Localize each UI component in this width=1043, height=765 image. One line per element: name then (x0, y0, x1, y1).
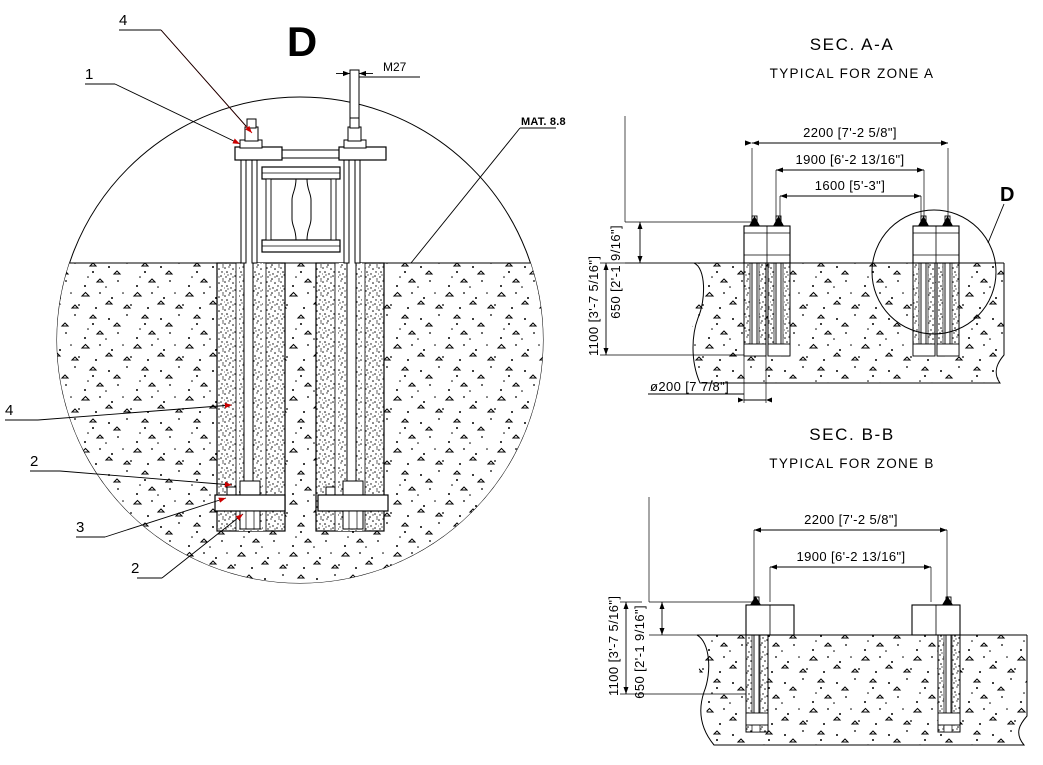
anchor-plate-right (317, 480, 389, 530)
section-b-dim-1100: 1100 [3'-7 5/16"] (606, 596, 621, 696)
leader-2-lower: 2 (131, 513, 244, 579)
side-plate-right-inner (343, 152, 350, 264)
leader-1: 1 (85, 66, 241, 145)
section-a-dim-1900: 1900 [6'-2 13/16"] (796, 152, 905, 167)
foundation-body (57, 139, 543, 583)
leader-3-label: 3 (76, 519, 84, 536)
section-b-dimensions: 2200 [7'-2 5/8"] 1900 [6'-2 13/16"] 650 … (606, 497, 948, 699)
concrete-hatch-region (57, 263, 543, 583)
side-plate-right-outer (354, 152, 361, 264)
bolt-nut-right (343, 69, 367, 149)
section-a-dim-2200: 2200 [7'-2 5/8"] (803, 125, 897, 140)
section-a-dimensions: 2200 [7'-2 5/8"] 1900 [6'-2 13/16"] 1600… (586, 116, 949, 403)
stiffener-right (330, 178, 337, 241)
side-plate-left-outer (240, 152, 247, 264)
detail-tag-d: D (287, 18, 317, 65)
section-b-dim-1900: 1900 [6'-2 13/16"] (797, 549, 906, 564)
column-base-assembly (234, 69, 387, 264)
section-b-dim-650: 650 [2'-1 9/16"] (632, 605, 647, 699)
material-note: MAT. 8.8 (410, 116, 566, 264)
beam-web-left (291, 178, 297, 241)
leader-2-upper: 2 (30, 453, 233, 488)
section-a-concrete-outline (692, 262, 1005, 384)
base-plate-upper-left (234, 146, 283, 161)
side-plate-left-inner (251, 152, 258, 264)
stiffener-left (265, 178, 272, 241)
m27-dimension: M27 (336, 60, 420, 78)
section-a-dim-1100: 1100 [3'-7 5/16"] (586, 256, 601, 356)
section-b-anchor-left (745, 596, 795, 733)
section-a-a-view: SEC. A-A TYPICAL FOR ZONE A (586, 35, 1014, 403)
section-a-detail-leader (987, 203, 1005, 244)
i-beam-section (261, 166, 341, 253)
section-b-dim-2200: 2200 [7'-2 5/8"] (804, 512, 898, 527)
m27-label: M27 (383, 60, 407, 74)
anchor-plate-left (214, 480, 286, 530)
leader-4-mid-label: 4 (5, 402, 13, 419)
section-a-subtitle: TYPICAL FOR ZONE A (770, 66, 935, 81)
section-a-anchor-group-left (743, 215, 791, 357)
section-a-dim-1600: 1600 [5'-3"] (815, 178, 885, 193)
section-a-dim-dia200: ø200 [7 7/8"] (650, 379, 729, 394)
leader-1-label: 1 (85, 66, 93, 83)
section-a-title: SEC. A-A (810, 35, 895, 54)
base-plate-upper-right (338, 146, 387, 161)
leader-4-top: 4 (119, 12, 253, 134)
bolt-shank-m27 (349, 69, 360, 119)
section-a-dim-650: 650 [2'-1 9/16"] (608, 225, 623, 319)
leader-2-lower-label: 2 (131, 560, 139, 577)
section-b-subtitle: TYPICAL FOR ZONE B (769, 456, 934, 471)
section-b-concrete-outline (696, 634, 1028, 746)
leader-3: 3 (76, 497, 227, 538)
material-note-label: MAT. 8.8 (521, 116, 566, 128)
section-a-detail-circle (871, 209, 997, 335)
section-b-title: SEC. B-B (809, 425, 895, 444)
leader-4-top-label: 4 (119, 12, 127, 29)
detail-d-view: M27 D MAT. 8.8 4 1 4 (5, 12, 566, 584)
leader-2-upper-label: 2 (30, 453, 38, 470)
leader-4-mid: 4 (5, 402, 233, 421)
section-a-detail-tag: D (1000, 184, 1014, 206)
section-b-anchor-right (911, 596, 961, 733)
beam-web-right (306, 178, 312, 241)
section-b-b-view: SEC. B-B TYPICAL FOR ZONE B (606, 425, 1028, 746)
